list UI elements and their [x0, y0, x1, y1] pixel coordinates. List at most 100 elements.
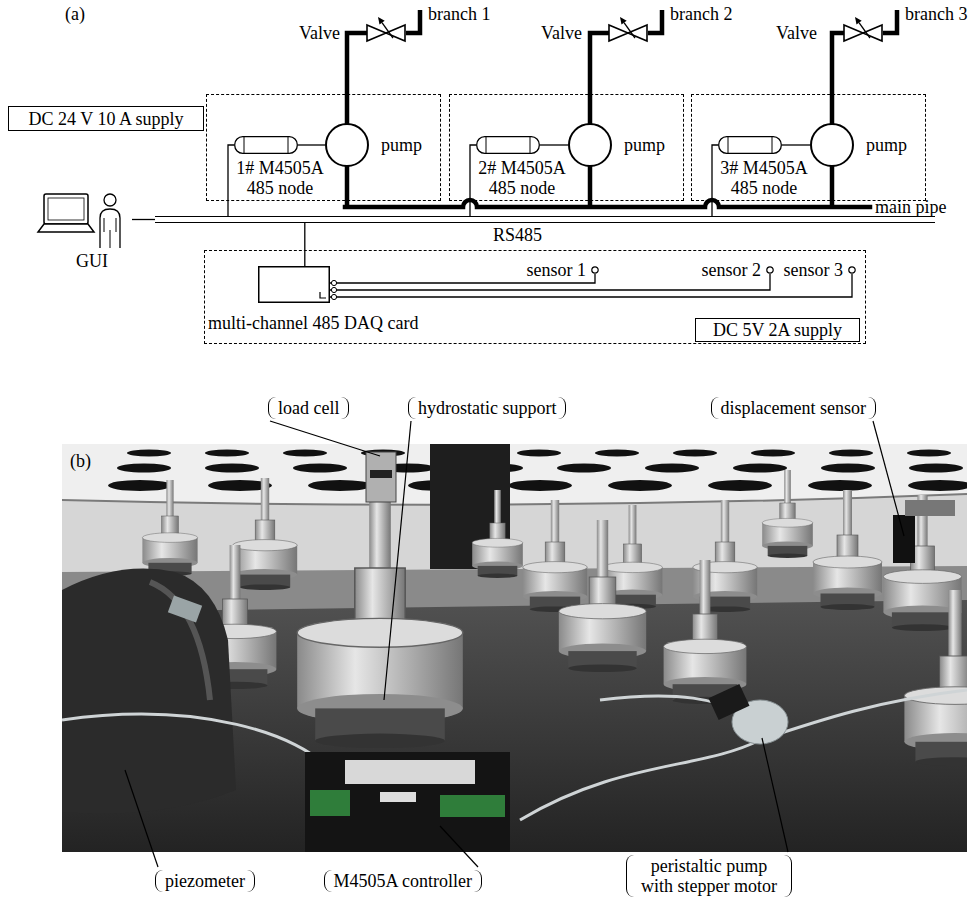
ceiling-holes — [110, 447, 967, 459]
leader-line — [873, 421, 904, 536]
support-far — [233, 478, 297, 590]
leader-line — [440, 826, 478, 867]
arrow-head — [855, 17, 862, 25]
pump-symbol — [569, 124, 611, 166]
controller-rim — [288, 137, 289, 153]
cyl-label: 1# M4505A 485 node — [230, 158, 330, 198]
rs485-bus: RS485 — [155, 216, 935, 223]
sensor-label: sensor 3 — [784, 260, 844, 280]
controller-rim — [244, 137, 245, 153]
bus-label: RS485 — [493, 225, 542, 245]
gui-label: GUI — [38, 251, 132, 271]
controller-plate — [345, 760, 475, 784]
valve-shape — [608, 22, 648, 44]
main-pipe: main pipe — [345, 204, 870, 210]
daq-group: multi-channel 485 DAQ card sensor 1 sensor… — [205, 251, 865, 343]
pump-label: pump — [381, 135, 422, 155]
valve-shape — [366, 22, 406, 44]
support-far — [762, 470, 813, 558]
pump-circle: pump — [568, 123, 612, 167]
sensor-shape — [591, 266, 599, 274]
branch-label: branch 3 — [905, 4, 967, 24]
callout-label: M4505A controller — [324, 870, 482, 892]
person-head — [104, 194, 116, 206]
pipe-line — [830, 167, 835, 204]
arrow-head — [378, 17, 385, 25]
callout-label: hydrostatic support — [408, 397, 566, 419]
callout-label: displacement sensor — [711, 397, 876, 419]
test-rig-photo — [62, 444, 967, 852]
laptop-display — [48, 198, 84, 220]
cyl-shape — [476, 136, 540, 154]
controller-rim — [772, 137, 773, 153]
card-terminal — [331, 287, 336, 292]
signal-wire — [540, 144, 568, 145]
power-supply-box: DC 5V 2A supply — [695, 318, 860, 342]
branch-pipe — [883, 10, 897, 33]
panel-letter: (b) — [68, 451, 93, 471]
branch-pipe — [406, 10, 420, 33]
sensor-terminal: sensor 1 — [591, 266, 599, 274]
card-label: multi-channel 485 DAQ card — [208, 313, 418, 333]
pipe-line — [590, 33, 608, 123]
terminal-block — [440, 795, 505, 817]
sensor-shape — [848, 266, 856, 274]
ceiling-holes — [90, 477, 967, 494]
laptop-base — [38, 224, 94, 232]
pipe-line — [347, 33, 366, 123]
support-near — [559, 520, 646, 672]
cyl-label: 2# M4505A 485 node — [472, 158, 572, 198]
gui-shape — [38, 188, 132, 250]
branch-pipe — [648, 10, 662, 33]
pump-node-group: 3# M4505A 485 node pump — [692, 95, 925, 200]
support-near — [904, 590, 967, 766]
controller-symbol — [235, 137, 298, 154]
pipe-line — [345, 200, 870, 207]
controller-rim — [530, 137, 531, 153]
load-cell-photo — [366, 452, 396, 502]
photo-ceiling — [62, 444, 967, 505]
branch-label: branch 1 — [428, 4, 490, 24]
power-supply-box: DC 24 V 10 A supply — [8, 106, 204, 131]
pipe-line — [588, 167, 593, 204]
controller-symbol — [719, 137, 782, 154]
box-label: DC 5V 2A supply — [713, 320, 842, 340]
pipe-line — [832, 33, 843, 123]
pipe-label: main pipe — [875, 197, 946, 217]
stepper-motor-photo — [709, 684, 750, 720]
leader-lines — [125, 421, 904, 867]
signal-wire — [132, 219, 155, 220]
sensor-point — [849, 267, 855, 273]
load-cell-band — [370, 470, 392, 478]
valve-symbol: Valve — [843, 22, 883, 44]
controller-node: 3# M4505A 485 node — [718, 136, 782, 154]
sensor-terminal: sensor 3 — [848, 266, 856, 274]
cyl-shape — [234, 136, 298, 154]
support-far — [523, 500, 587, 612]
controller-node: 2# M4505A 485 node — [476, 136, 540, 154]
pump-node-group: 1# M4505A 485 nodepump — [207, 95, 440, 200]
leader-line — [270, 421, 380, 456]
sensor-holder — [905, 500, 955, 516]
signal-wire — [228, 145, 234, 216]
sensor-point — [767, 267, 773, 273]
card-shape — [258, 266, 330, 303]
support-far — [142, 480, 197, 576]
controller-rim — [486, 137, 487, 153]
box-label: DC 24 V 10 A supply — [29, 109, 184, 129]
support-near — [664, 560, 747, 704]
valve-label: Valve — [299, 23, 340, 43]
pump-label: pump — [624, 135, 665, 155]
piezometer-highlight — [150, 582, 210, 700]
card-body — [259, 267, 330, 303]
valve-adjust-arrow — [859, 23, 870, 38]
pump-circle: pump — [810, 123, 854, 167]
sensor-shape — [766, 266, 774, 274]
controller-rim — [728, 137, 729, 153]
pump-label: pump — [866, 135, 907, 155]
pump-circle: pump — [325, 123, 369, 167]
arrow-head — [620, 17, 627, 25]
pipe-line — [345, 167, 350, 204]
sensor-label: sensor 1 — [527, 260, 587, 280]
